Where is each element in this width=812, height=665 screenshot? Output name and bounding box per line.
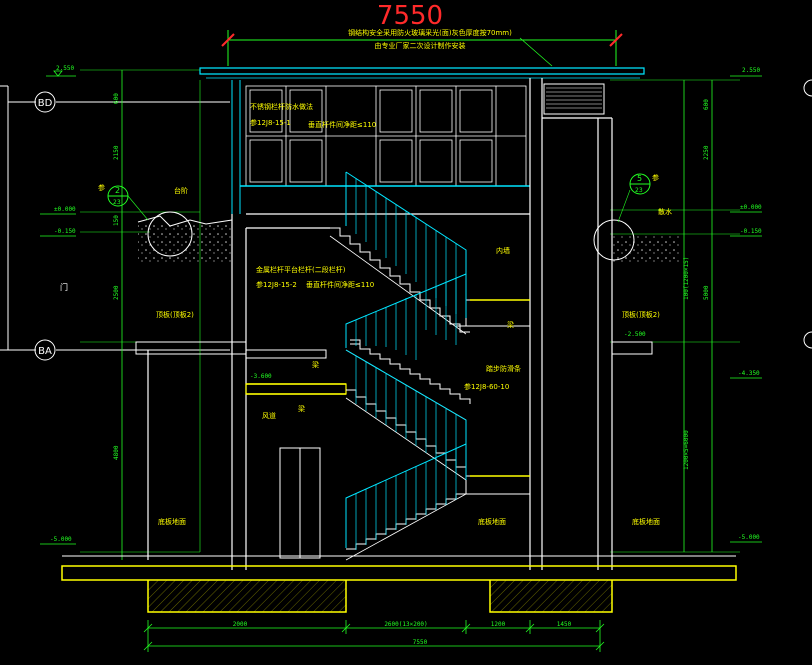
slabs [61, 299, 737, 613]
landing-slabs [246, 299, 530, 477]
right-dimension-chain: 600 2250 100(1200×15) 5000 1200×5=6000 [610, 79, 740, 553]
axis-markers: BD BA [0, 79, 812, 361]
earth-fill [137, 215, 680, 262]
floor-left: 底板地面 [158, 517, 186, 526]
floor-right: 底板地面 [632, 517, 660, 526]
stair-flight-2 [350, 325, 466, 344]
glass-grid [245, 85, 527, 187]
canopy [199, 67, 645, 214]
vertical-rail-note: 垂直杆件间净距≤110 [308, 120, 376, 129]
canopy-ref: 参12J8-15-1 [250, 118, 291, 127]
vertical-rail-note-2: 垂直杆件间净距≤110 [306, 280, 374, 289]
detail-left-num: 2 [115, 186, 120, 195]
elev-grade-left: -0.150 [54, 228, 76, 235]
left-elevations: 2.550 ±0.000 -0.150 -5.000 门 [40, 65, 76, 545]
bottom-dim-total: 7550 [413, 639, 428, 646]
bottom-dim-d1: 2000 [233, 621, 248, 628]
elev-ground-right: ±0.000 [740, 204, 762, 211]
elev-ground-left: ±0.000 [54, 206, 76, 213]
beam-label-3: 梁 [298, 404, 305, 413]
stair-ref-label: 踏步防滑条 [486, 364, 521, 373]
left-dim-h5: 4800 [113, 445, 120, 460]
railing-ref: 参12J8-15-2 [256, 280, 297, 289]
roof-note-line2: 由专业厂家二次设计制作安装 [375, 41, 466, 50]
canopy-note: 不锈钢栏杆防水做法 [250, 102, 313, 111]
top-dimension-value: 7550 [377, 1, 443, 31]
bottom-dim-d2: 2600(13×200) [384, 621, 427, 628]
floor-mid: 底板地面 [478, 517, 506, 526]
detail-left-den: 23 [113, 199, 121, 206]
shaft-label: 风道 [262, 411, 276, 420]
right-dim-h2: 2250 [703, 145, 710, 160]
stairs [329, 227, 471, 561]
top-dimension: 7550 钢结构安全采用防火玻璃采光(面)灰色厚度按70mm) 由专业厂家二次设… [221, 1, 623, 67]
slab-top-left: 顶板(顶板2) [156, 310, 194, 319]
door-mark: 门 [60, 282, 68, 292]
right-dim-h1: 600 [703, 99, 710, 110]
stair-flight-1 [330, 227, 470, 333]
slab-top-right: 顶板(顶板2) [622, 310, 660, 319]
elev-slab-right: -2.500 [624, 331, 646, 338]
elev-right-mid: -4.350 [738, 370, 760, 377]
bottom-dimensions: 2000 2600(13×200) 1200 1450 7550 [143, 620, 605, 652]
annotations: 不锈钢栏杆防水做法 参12J8-15-1 垂直杆件间净距≤110 金属栏杆平台栏… [98, 102, 672, 526]
detail-right-ref: 参 [652, 173, 659, 182]
bottom-dim-d4: 1450 [557, 621, 572, 628]
right-dim-h3: 100(1200×15) [683, 257, 690, 300]
elev-roof-right: 2.550 [742, 67, 760, 74]
detail-callouts [107, 173, 651, 261]
left-dimension-chain: 600 2150 150 2500 4800 [80, 69, 201, 560]
elev-basement-right: -5.000 [738, 534, 760, 541]
left-dim-h1: 600 [113, 93, 120, 104]
right-dim-h4: 5000 [703, 285, 710, 300]
inner-wall-label: 内墙 [496, 246, 510, 255]
railings [345, 171, 467, 550]
elev-mid-landing: -3.600 [250, 373, 272, 380]
stair-ref-code: 参12J8-60-10 [464, 382, 509, 391]
roof-note-line1: 钢结构安全采用防火玻璃采光(面)灰色厚度按70mm) [348, 28, 512, 37]
elev-basement-left: -5.000 [50, 536, 72, 543]
axis-label-bd: BD [38, 98, 53, 109]
axis-bubble-ba [34, 339, 56, 361]
detail-left-ref: 参 [98, 183, 105, 192]
left-dim-h2: 2150 [113, 145, 120, 160]
detail-right-num: 5 [637, 174, 642, 183]
beam-label-2: 梁 [312, 360, 319, 369]
elev-grade-right: -0.150 [740, 228, 762, 235]
axis-label-ba: BA [38, 346, 52, 357]
detail-right-den: 23 [635, 187, 643, 194]
slope-label: 散水 [658, 207, 672, 216]
left-dim-h4: 2500 [113, 285, 120, 300]
axis-bubble-bd [34, 91, 56, 113]
step-label: 台阶 [174, 186, 188, 195]
railing-note: 金属栏杆平台栏杆(二段栏杆) [256, 265, 346, 274]
shaft [279, 447, 321, 559]
right-elevations: 2.550 ±0.000 -0.150 -4.350 -5.000 [730, 67, 762, 543]
beam-label-1: 梁 [507, 320, 514, 329]
elev-roof-left: 2.550 [56, 65, 74, 72]
right-dim-h5: 1200×5=6000 [683, 430, 690, 470]
bottom-dim-d3: 1200 [491, 621, 506, 628]
left-dim-h3: 150 [113, 215, 120, 226]
